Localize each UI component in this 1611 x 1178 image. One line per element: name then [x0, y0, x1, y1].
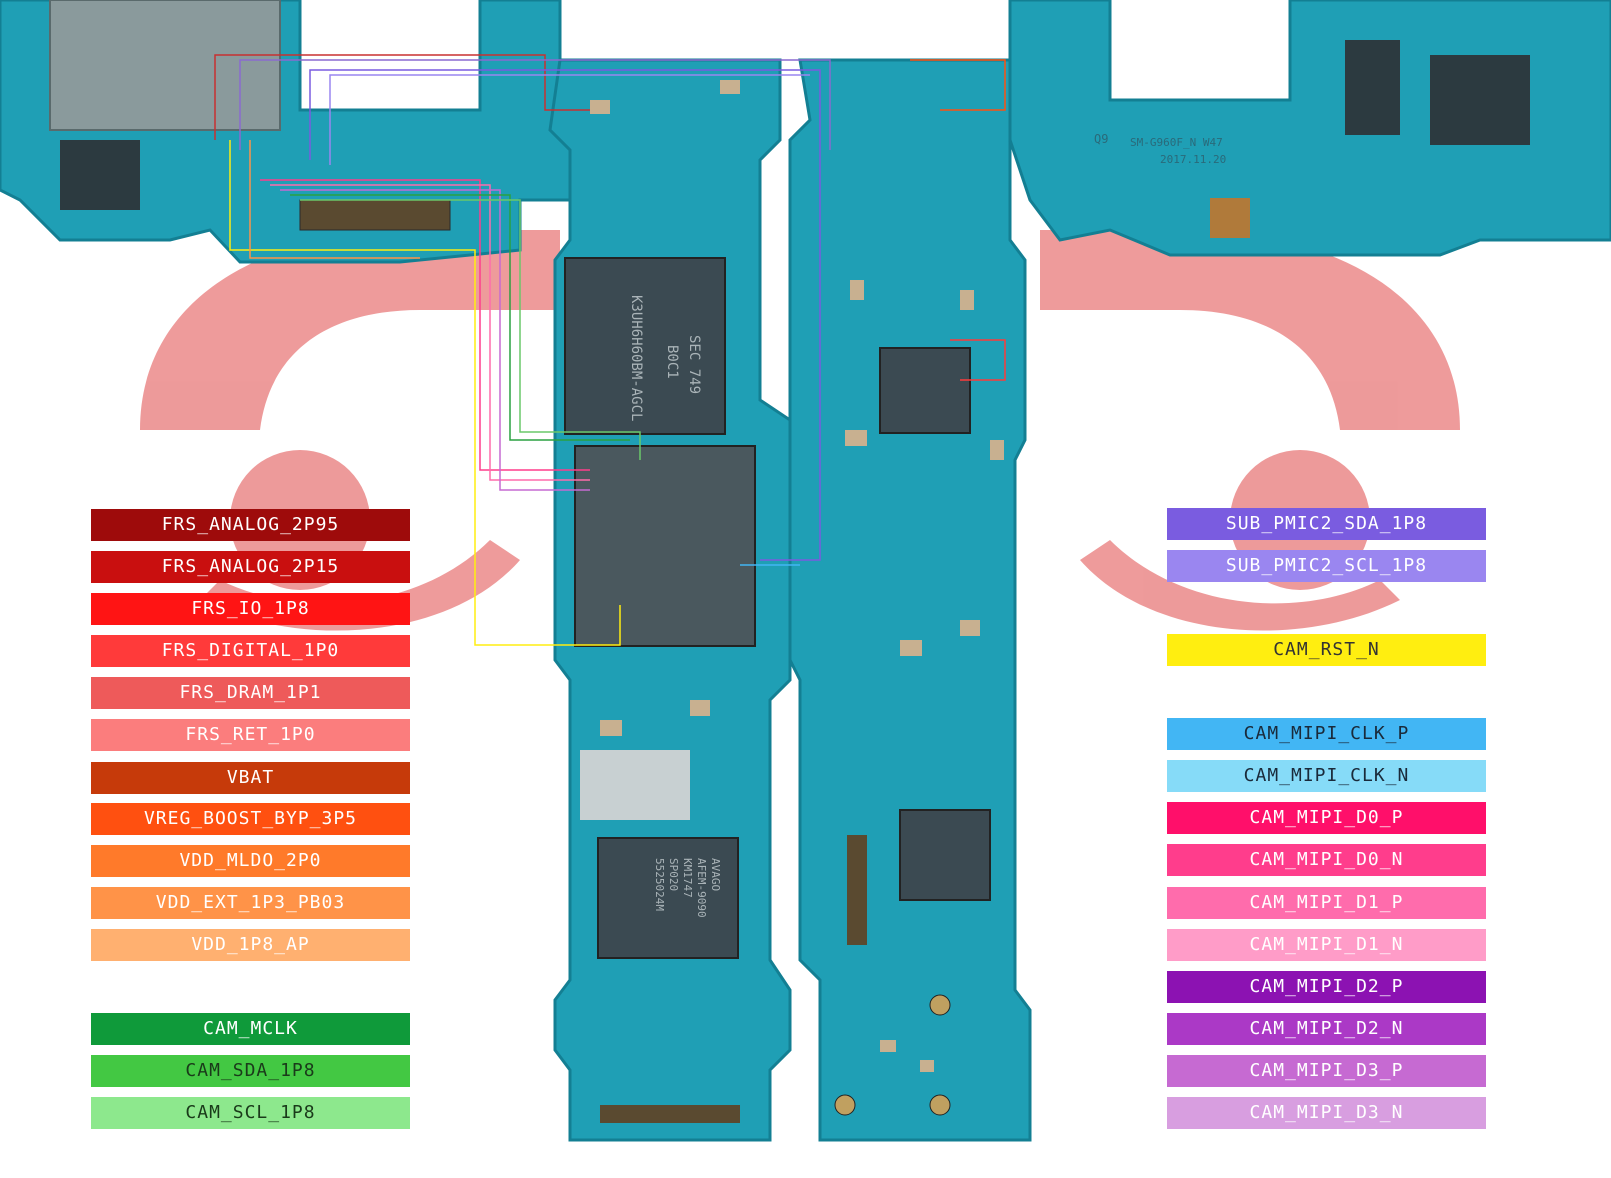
- legend-item-cam-sda-1p8: CAM_SDA_1P8: [91, 1055, 410, 1087]
- board-center-left: [548, 58, 792, 1142]
- legend-item-cam-mipi-d3-p: CAM_MIPI_D3_P: [1167, 1055, 1486, 1087]
- legend-item-cam-mipi-d1-n: CAM_MIPI_D1_N: [1167, 929, 1486, 961]
- legend-item-vdd-mldo-2p0: VDD_MLDO_2P0: [91, 845, 410, 877]
- legend-item-frs-dram-1p1: FRS_DRAM_1P1: [91, 677, 410, 709]
- rf-chip-text-2: AFEM-9090: [695, 858, 708, 918]
- board-q-label: Q9: [1094, 132, 1108, 146]
- components: [590, 80, 1004, 1072]
- legend-item-frs-analog-2p95: FRS_ANALOG_2P95: [91, 509, 410, 541]
- legend-item-vbat: VBAT: [91, 762, 410, 794]
- legend-item-cam-mclk: CAM_MCLK: [91, 1013, 410, 1045]
- qr-code-icon: [1210, 198, 1250, 238]
- legend-item-cam-mipi-clk-p: CAM_MIPI_CLK_P: [1167, 718, 1486, 750]
- legend-item-frs-digital-1p0: FRS_DIGITAL_1P0: [91, 635, 410, 667]
- legend-item-cam-mipi-d0-p: CAM_MIPI_D0_P: [1167, 802, 1486, 834]
- rf-chip-text-3: KM1747: [681, 858, 694, 898]
- soc-chip: [574, 445, 756, 647]
- legend-item-sub-pmic2-scl-1p8: SUB_PMIC2_SCL_1P8: [1167, 550, 1486, 582]
- chip-icon: [1345, 40, 1400, 135]
- legend-item-cam-mipi-d2-p: CAM_MIPI_D2_P: [1167, 971, 1486, 1003]
- legend-item-sub-pmic2-sda-1p8: SUB_PMIC2_SDA_1P8: [1167, 508, 1486, 540]
- chip-icon: [1430, 55, 1530, 145]
- rf-chip-text-5: 5525024M: [653, 858, 666, 911]
- legend-item-cam-mipi-d1-p: CAM_MIPI_D1_P: [1167, 887, 1486, 919]
- legend-item-cam-mipi-d3-n: CAM_MIPI_D3_N: [1167, 1097, 1486, 1129]
- mem-chip-text: SEC 749 B0C1 K3UH6H60BM-AGCL: [628, 295, 702, 421]
- mem-chip-text-2: B0C1: [664, 345, 680, 379]
- board-model: SM-G960F_N W47: [1130, 136, 1223, 149]
- chip-icon: [899, 809, 991, 901]
- pmic-chip: [879, 347, 971, 434]
- rf-chip-text-4: SP020: [667, 858, 680, 891]
- legend-item-frs-ret-1p0: FRS_RET_1P0: [91, 719, 410, 751]
- legend-item-cam-scl-1p8: CAM_SCL_1P8: [91, 1097, 410, 1129]
- memory-chip: [564, 257, 726, 435]
- legend-item-vdd-1p8-ap: VDD_1P8_AP: [91, 929, 410, 961]
- legend-item-vreg-boost-byp-3p5: VREG_BOOST_BYP_3P5: [91, 803, 410, 835]
- legend-item-cam-rst-n: CAM_RST_N: [1167, 634, 1486, 666]
- legend-item-frs-analog-2p15: FRS_ANALOG_2P15: [91, 551, 410, 583]
- rf-chip-text: AVAGO AFEM-9090 KM1747 SP020 5525024M: [653, 858, 722, 918]
- legend-item-cam-mipi-d0-n: CAM_MIPI_D0_N: [1167, 844, 1486, 876]
- mem-chip-text-3: K3UH6H60BM-AGCL: [628, 295, 644, 421]
- trace-lines: [214, 54, 1006, 646]
- sim-tray-icon: [49, 0, 281, 131]
- legend-item-vdd-ext-1p3-pb03: VDD_EXT_1P3_PB03: [91, 887, 410, 919]
- board-top-left: [0, 0, 592, 264]
- side-connector: [847, 835, 867, 945]
- board-date: 2017.11.20: [1160, 153, 1226, 166]
- board-top-right: SM-G960F_N W47 2017.11.20 Q9: [1008, 0, 1611, 257]
- board-center-right: [788, 58, 1032, 1142]
- bottom-connector: [600, 1105, 740, 1123]
- chip-icon: [60, 140, 140, 210]
- shield-can: [580, 750, 690, 820]
- legend-item-cam-mipi-d2-n: CAM_MIPI_D2_N: [1167, 1013, 1486, 1045]
- mem-chip-text-1: SEC 749: [686, 335, 702, 394]
- rf-chip: [597, 837, 739, 959]
- legend-item-frs-io-1p8: FRS_IO_1P8: [91, 593, 410, 625]
- rf-chip-text-1: AVAGO: [709, 858, 722, 891]
- legend-item-cam-mipi-clk-n: CAM_MIPI_CLK_N: [1167, 760, 1486, 792]
